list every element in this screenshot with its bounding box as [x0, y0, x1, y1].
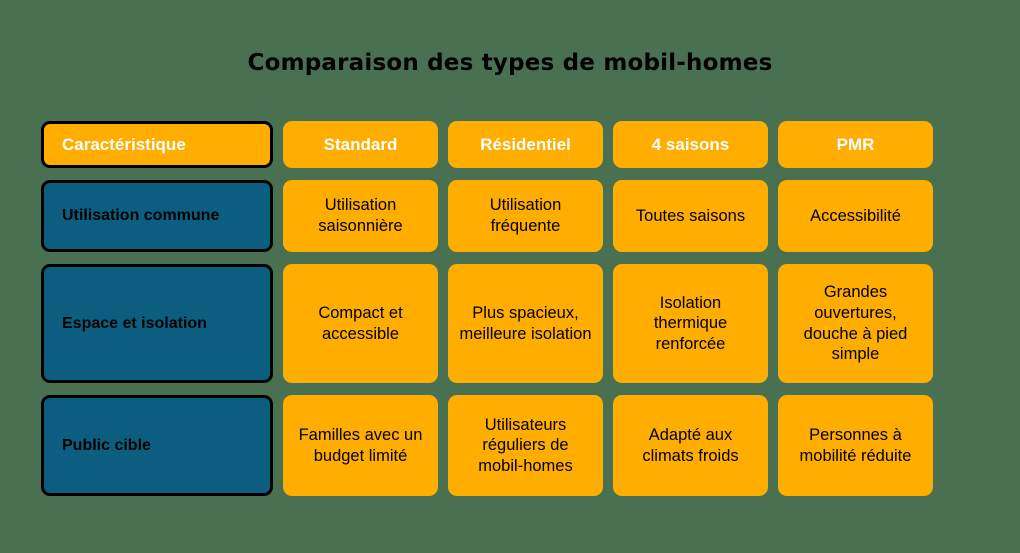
comparison-table: Caractéristique Standard Résidentiel 4 s…	[41, 121, 979, 496]
table-row: Utilisation commune Utilisation saisonni…	[41, 180, 979, 252]
data-cell: Compact et accessible	[283, 264, 438, 383]
table-row: Public cible Familles avec un budget lim…	[41, 395, 979, 496]
data-cell: Isolation thermique renforcée	[613, 264, 768, 383]
feature-cell-utilisation-commune: Utilisation commune	[41, 180, 273, 252]
header-cell-caracteristique: Caractéristique	[41, 121, 273, 168]
header-cell-residentiel: Résidentiel	[448, 121, 603, 168]
data-cell: Personnes à mobilité réduite	[778, 395, 933, 496]
header-cell-standard: Standard	[283, 121, 438, 168]
data-cell: Grandes ouvertures, douche à pied simple	[778, 264, 933, 383]
header-cell-4-saisons: 4 saisons	[613, 121, 768, 168]
data-cell: Toutes saisons	[613, 180, 768, 252]
data-cell: Accessibilité	[778, 180, 933, 252]
table-header-row: Caractéristique Standard Résidentiel 4 s…	[41, 121, 979, 168]
table-row: Espace et isolation Compact et accessibl…	[41, 264, 979, 383]
data-cell: Plus spacieux, meilleure isolation	[448, 264, 603, 383]
data-cell: Utilisation fréquente	[448, 180, 603, 252]
data-cell: Adapté aux climats froids	[613, 395, 768, 496]
header-cell-pmr: PMR	[778, 121, 933, 168]
data-cell: Familles avec un budget limité	[283, 395, 438, 496]
feature-cell-public-cible: Public cible	[41, 395, 273, 496]
feature-cell-espace-et-isolation: Espace et isolation	[41, 264, 273, 383]
page-title: Comparaison des types de mobil-homes	[247, 50, 773, 76]
data-cell: Utilisation saisonnière	[283, 180, 438, 252]
data-cell: Utilisateurs réguliers de mobil-homes	[448, 395, 603, 496]
